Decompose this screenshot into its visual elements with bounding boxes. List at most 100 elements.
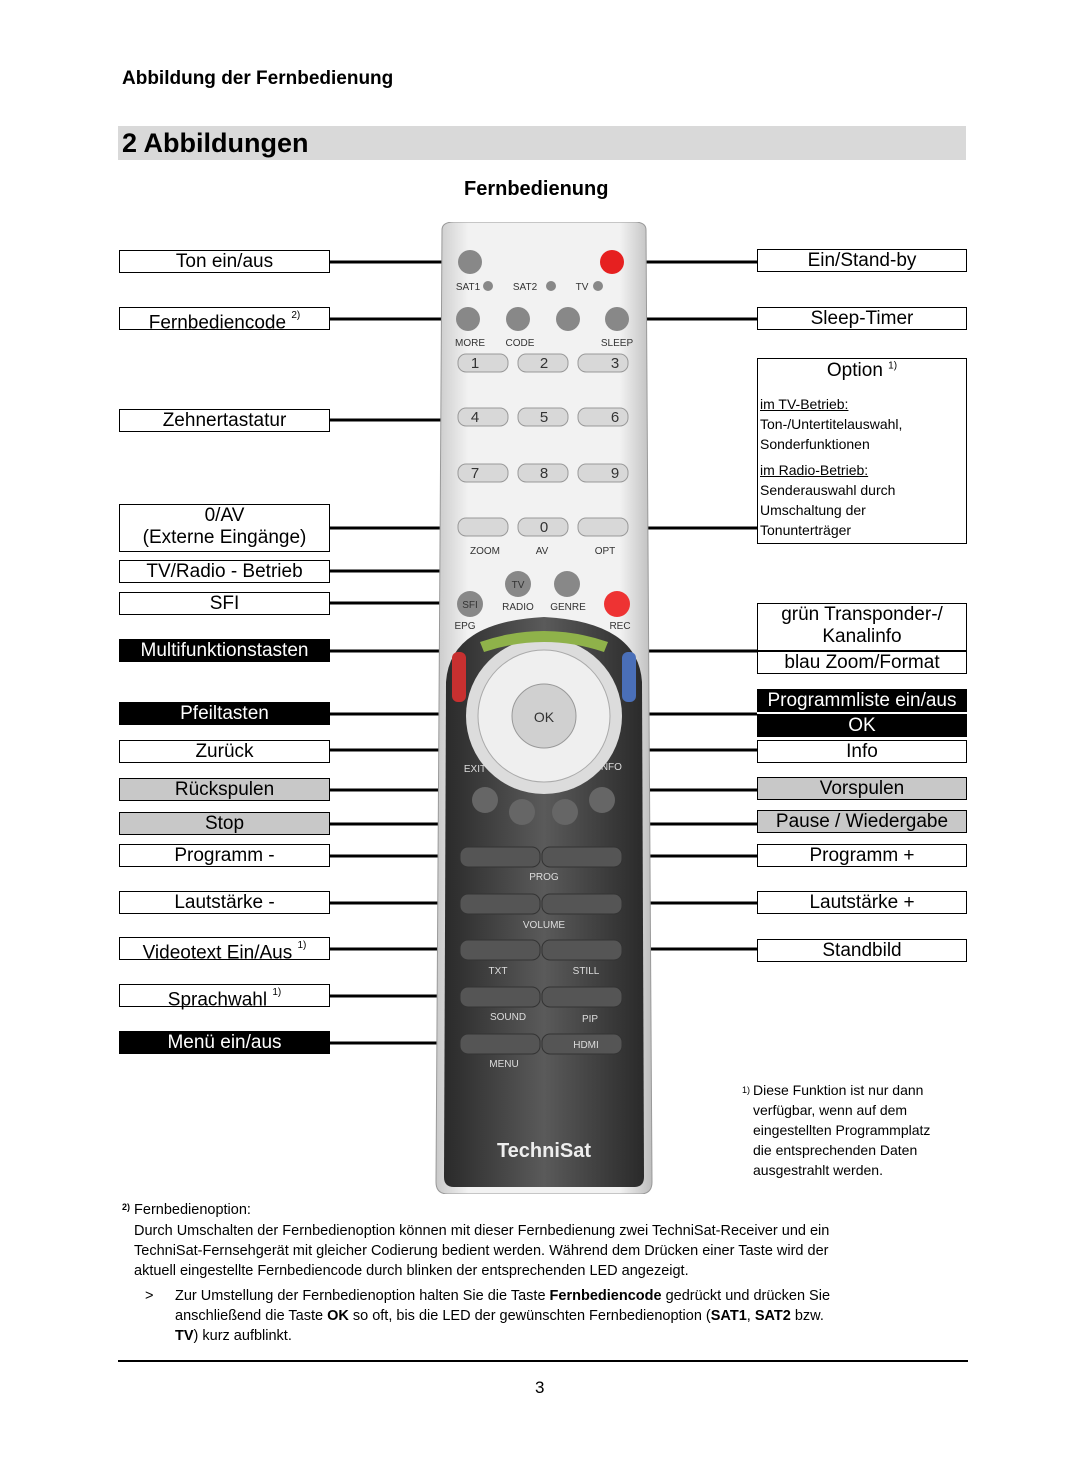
- key-3: 3: [611, 355, 619, 372]
- code-key-label: CODE: [506, 338, 535, 349]
- more-key-label: MORE: [455, 338, 485, 349]
- still-key-label: STILL: [573, 966, 600, 977]
- label-menue: Menü ein/aus: [119, 1031, 330, 1054]
- sat2-key-label: SAT2: [513, 282, 538, 293]
- label-rueckspulen: Rückspulen: [119, 778, 330, 801]
- key-name-tv: TV: [175, 1328, 194, 1344]
- epg-key-label: EPG: [454, 621, 475, 632]
- label-programmliste: Programmliste ein/aus: [757, 689, 967, 712]
- label-gruen-line2: Kanalinfo: [822, 626, 902, 647]
- label-ton: Ton ein/aus: [119, 250, 330, 273]
- key-9: 9: [611, 465, 619, 482]
- instruction-text-part: ) kurz aufblinkt.: [193, 1328, 292, 1344]
- option-title-text: Option: [826, 360, 883, 381]
- footnote-1: 1) Diese Funktion ist nur dann verfügbar…: [742, 1080, 972, 1180]
- instruction-line-2: anschließend die Taste OK so oft, bis di…: [175, 1306, 975, 1326]
- sfi-key-label: SFI: [462, 600, 478, 611]
- label-programm-plus: Programm +: [757, 844, 967, 867]
- label-zurueck: Zurück: [119, 740, 330, 763]
- footnote-ref-2: 2): [291, 310, 301, 321]
- volume-key-label: VOLUME: [523, 920, 566, 931]
- label-pfeiltasten: Pfeiltasten: [119, 702, 330, 725]
- instruction-text-part: anschließend die Taste: [175, 1308, 328, 1324]
- footnote-2-line: TechniSat-Fernsehgerät mit gleicher Codi…: [134, 1243, 829, 1259]
- opt-key-label: OPT: [595, 546, 616, 557]
- option-title: Option 1): [757, 360, 967, 382]
- label-lautstaerke-minus: Lautstärke -: [119, 891, 330, 914]
- instruction-bullet: >: [145, 1288, 154, 1304]
- hdmi-key-label: HDMI: [573, 1040, 599, 1051]
- label-zehnertastatur: Zehnertastatur: [119, 409, 330, 432]
- tv-key-label: TV: [576, 282, 589, 293]
- instruction-line-1: Zur Umstellung der Fernbedienoption halt…: [175, 1286, 975, 1306]
- section-title-bar: [118, 126, 966, 160]
- label-ok: OK: [757, 714, 967, 737]
- label-standby: Ein/Stand-by: [757, 249, 967, 272]
- pip-key-label: PIP: [582, 1014, 598, 1025]
- instruction-text: Zur Umstellung der Fernbedienoption halt…: [175, 1286, 975, 1346]
- footnote-2-line: aktuell eingestellte Fernbediencode durc…: [134, 1263, 689, 1279]
- key-8: 8: [540, 465, 548, 482]
- label-videotext-text: Videotext Ein/Aus: [142, 942, 293, 964]
- label-pause: Pause / Wiedergabe: [757, 810, 967, 833]
- genre-key-label: GENRE: [550, 602, 586, 613]
- footer-rule: [118, 1360, 968, 1362]
- footnote-2-line: Durch Umschalten der Fernbedienoption kö…: [134, 1223, 830, 1239]
- figure-title: Fernbedienung: [464, 178, 609, 200]
- label-av-line2: (Externe Eingänge): [142, 527, 307, 548]
- footnote-1-mark: 1): [742, 1085, 751, 1095]
- option-box: [757, 358, 967, 544]
- instruction-text-part: bzw.: [790, 1308, 824, 1324]
- footnote-2-mark: 2): [122, 1202, 131, 1212]
- label-programm-minus: Programm -: [119, 844, 330, 867]
- label-fernbediencode-text: Fernbediencode: [148, 312, 287, 334]
- key-7: 7: [471, 465, 479, 482]
- txt-key-label: TXT: [489, 966, 508, 977]
- instruction-text-part: Zur Umstellung der Fernbedienoption halt…: [175, 1288, 550, 1304]
- label-videotext: Videotext Ein/Aus 1): [119, 937, 330, 964]
- instruction-text-part: so oft, bis die LED der gewünschten Fern…: [348, 1308, 711, 1324]
- label-gruen-line1: grün Transponder-/: [781, 604, 943, 625]
- footnote-1-line: ausgestrahlt werden.: [753, 1162, 883, 1178]
- sleep-key-label: SLEEP: [601, 338, 634, 349]
- option-description: im TV-Betrieb: Ton-/Untertitelauswahl, S…: [760, 394, 902, 540]
- label-lautstaerke-plus: Lautstärke +: [757, 891, 967, 914]
- footnote-1-text: Diese Funktion ist nur dann verfügbar, w…: [753, 1080, 972, 1180]
- footnote-2-title: Fernbedienoption:: [134, 1202, 251, 1218]
- label-sprachwahl: Sprachwahl 1): [119, 984, 330, 1010]
- key-0: 0: [540, 519, 548, 536]
- key-name-ok: OK: [327, 1308, 349, 1324]
- radio-mode-line3: Tonunterträger: [760, 522, 852, 538]
- key-2: 2: [540, 355, 548, 372]
- sound-key-label: SOUND: [490, 1012, 526, 1023]
- instruction-line-3: TV) kurz aufblinkt.: [175, 1326, 975, 1346]
- label-multifunktionstasten: Multifunktionstasten: [119, 639, 330, 662]
- key-4: 4: [471, 409, 479, 426]
- footnote-1-line: die entsprechenden Daten: [753, 1142, 918, 1158]
- info-key-label: INFO: [598, 762, 622, 773]
- key-1: 1: [471, 355, 479, 372]
- label-fernbediencode: Fernbediencode 2): [119, 307, 330, 334]
- prog-key-label: PROG: [529, 872, 559, 883]
- ok-key: OK: [534, 709, 555, 725]
- label-av: 0/AV (Externe Eingänge): [119, 504, 330, 552]
- label-sleep-timer: Sleep-Timer: [757, 307, 967, 330]
- footnote-ref-1: 1): [297, 940, 307, 951]
- key-name-fernbediencode: Fernbediencode: [549, 1288, 662, 1304]
- key-name-sat2: SAT2: [754, 1308, 791, 1324]
- label-vorspulen: Vorspulen: [757, 777, 967, 800]
- label-gruen: grün Transponder-/ Kanalinfo: [757, 603, 967, 651]
- exit-key-label: EXIT: [464, 764, 486, 775]
- brand-logo: TechniSat: [497, 1140, 591, 1162]
- label-blau: blau Zoom/Format: [757, 651, 967, 674]
- radio-mode-heading: im Radio-Betrieb:: [760, 462, 869, 478]
- rec-key-label: REC: [609, 621, 630, 632]
- instruction-text-part: ,: [746, 1308, 755, 1324]
- footnote-1-line: eingestellten Programmplatz: [753, 1122, 931, 1138]
- label-stop: Stop: [119, 812, 330, 835]
- zoom-key-label: ZOOM: [470, 546, 500, 557]
- radio-mode-line1: Senderauswahl durch: [760, 482, 896, 498]
- page-number: 3: [535, 1378, 545, 1397]
- footnote-1-line: verfügbar, wenn auf dem: [753, 1102, 908, 1118]
- footnote-1-line: Diese Funktion ist nur dann: [753, 1082, 924, 1098]
